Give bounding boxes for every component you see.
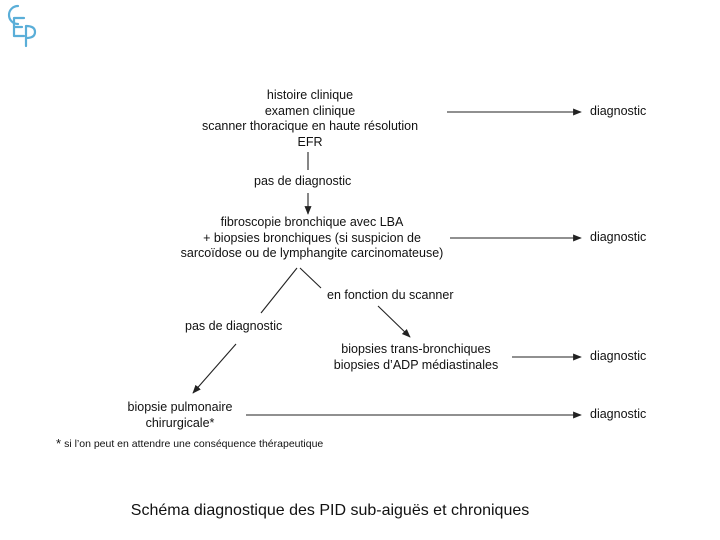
node-line: scanner thoracique en haute résolution [201, 119, 419, 133]
node-line: + biopsies bronchiques (si suspicion de [203, 230, 421, 245]
footnote: *si l’on peut en attendre une conséquenc… [56, 435, 324, 451]
transbronchial-node: biopsies trans-bronchiques biopsies d’AD… [318, 342, 514, 373]
no-diagnosis-label-2: pas de diagnostic [185, 319, 283, 333]
no-diagnosis-label-1: pas de diagnostic [254, 174, 352, 188]
diagnostic-outcome-3: diagnostic [590, 349, 647, 363]
footnote-text: si l’on peut en attendre une conséquence… [64, 438, 324, 450]
node-line: EFR [297, 134, 323, 149]
node-line: sarcoïdose ou de lymphangite carcinomate… [180, 246, 444, 260]
diagnostic-outcome-4: diagnostic [590, 407, 647, 421]
edge-scanner-to-transbronchial [377, 305, 411, 338]
depending-on-scanner-label: en fonction du scanner [327, 288, 454, 302]
node-line: biopsies trans-bronchiques [341, 342, 491, 356]
cep-logo [7, 4, 37, 48]
diagnostic-outcome-2: diagnostic [590, 230, 647, 244]
node-line: chirurgicale* [145, 415, 215, 430]
node-line: fibroscopie bronchique avec LBA [220, 215, 404, 229]
node-line: examen clinique [264, 103, 356, 118]
node-line: histoire clinique [266, 88, 354, 102]
edge-fibro-to-scanner [299, 267, 322, 289]
edge-fibro-to-nodiag2 [260, 267, 298, 314]
node-line: biopsie pulmonaire [127, 400, 233, 414]
initial-workup-node: histoire clinique examen clinique scanne… [180, 88, 440, 150]
diagnostic-outcome-1: diagnostic [590, 104, 647, 118]
surgical-biopsy-node: biopsie pulmonaire chirurgicale* [118, 400, 242, 431]
edge-nodiag2-to-surgical [192, 343, 237, 394]
footnote-marker: * [56, 436, 62, 451]
node-line: biopsies d’ADP médiastinales [333, 357, 499, 372]
figure-caption: Schéma diagnostique des PID sub-aiguës e… [130, 502, 530, 519]
fibroscopy-node: fibroscopie bronchique avec LBA + biopsi… [160, 215, 464, 262]
